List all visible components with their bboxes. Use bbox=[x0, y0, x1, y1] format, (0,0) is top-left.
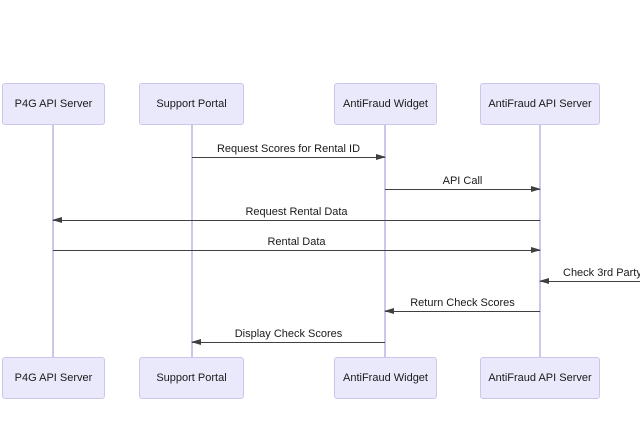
message-arrow-line bbox=[192, 342, 385, 343]
message-label: Rental Data bbox=[267, 236, 326, 248]
participant-label: P4G API Server bbox=[14, 372, 93, 384]
arrowhead-left-icon bbox=[384, 308, 394, 314]
message-arrow-line bbox=[540, 281, 640, 282]
message-arrow-line bbox=[385, 189, 540, 190]
participant-box-p4g-api-server: P4G API Server bbox=[2, 83, 105, 125]
message-arrow-line bbox=[385, 311, 540, 312]
arrowhead-left-icon bbox=[191, 339, 201, 345]
lifeline-antifraud-api-server bbox=[539, 125, 541, 357]
lifeline-antifraud-widget bbox=[384, 125, 386, 357]
participant-label: AntiFraud API Server bbox=[488, 98, 592, 110]
arrowhead-right-icon bbox=[531, 186, 541, 192]
participant-label: AntiFraud Widget bbox=[343, 372, 428, 384]
participant-box-antifraud-widget: AntiFraud Widget bbox=[334, 83, 437, 125]
participant-label: AntiFraud Widget bbox=[343, 98, 428, 110]
participant-box-antifraud-widget: AntiFraud Widget bbox=[334, 357, 437, 399]
participant-box-antifraud-api-server: AntiFraud API Server bbox=[480, 83, 600, 125]
message-label: API Call bbox=[442, 175, 483, 187]
message-label: Request Rental Data bbox=[245, 206, 348, 218]
participant-label: Support Portal bbox=[156, 372, 227, 384]
participant-box-p4g-api-server: P4G API Server bbox=[2, 357, 105, 399]
participant-label: P4G API Server bbox=[14, 98, 93, 110]
message-arrow-line bbox=[53, 220, 540, 221]
participant-box-support-portal: Support Portal bbox=[139, 83, 244, 125]
participant-box-support-portal: Support Portal bbox=[139, 357, 244, 399]
arrowhead-left-icon bbox=[539, 278, 549, 284]
participant-box-antifraud-api-server: AntiFraud API Server bbox=[480, 357, 600, 399]
participant-label: AntiFraud API Server bbox=[488, 372, 592, 384]
arrowhead-right-icon bbox=[531, 247, 541, 253]
participant-label: Support Portal bbox=[156, 98, 227, 110]
message-arrow-line bbox=[53, 250, 540, 251]
arrowhead-right-icon bbox=[376, 154, 386, 160]
message-label: Display Check Scores bbox=[234, 328, 343, 340]
arrowhead-left-icon bbox=[52, 217, 62, 223]
message-label: Request Scores for Rental ID bbox=[216, 143, 361, 155]
message-arrow-line bbox=[192, 157, 385, 158]
lifeline-support-portal bbox=[191, 125, 193, 357]
lifeline-p4g-api-server bbox=[52, 125, 54, 357]
message-label: Check 3rd Party bbox=[563, 267, 640, 279]
message-label: Return Check Scores bbox=[410, 297, 515, 309]
